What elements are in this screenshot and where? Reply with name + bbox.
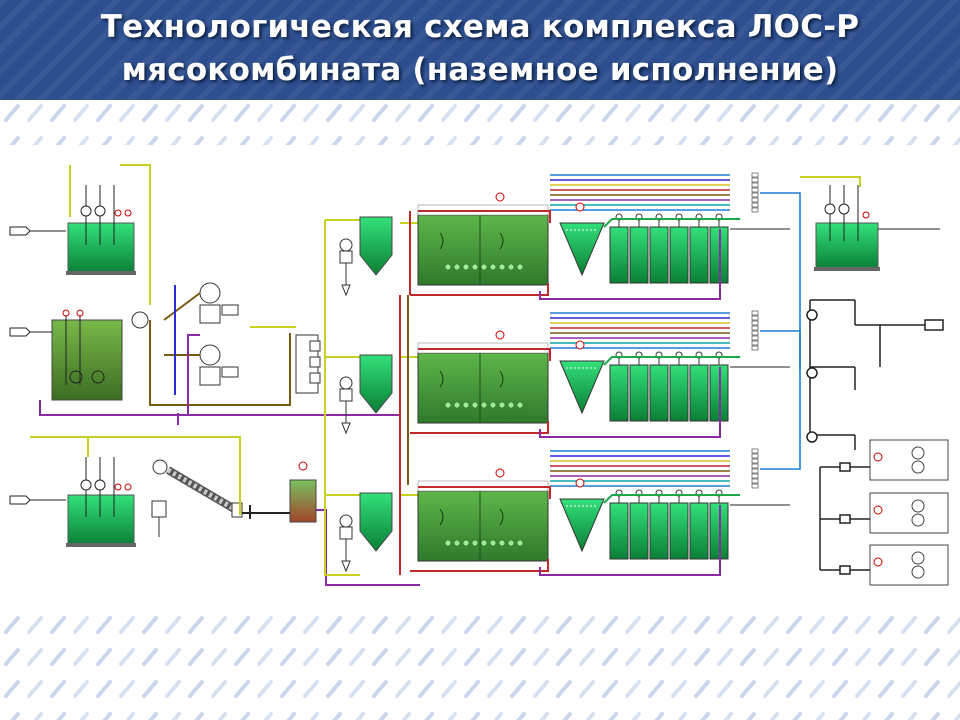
- reagent-tank-bottom: [66, 457, 136, 547]
- settling-cone: [359, 492, 393, 552]
- dosing-pump: [339, 376, 353, 390]
- reagent-tank-top: [66, 185, 136, 275]
- pump-body: [339, 388, 353, 402]
- bioreactor: [417, 214, 549, 286]
- filter-column: [629, 364, 649, 422]
- chemical-dosing-block: [295, 334, 321, 394]
- settling-cone: [359, 216, 393, 276]
- screw-conveyor: [151, 459, 243, 537]
- treatment-line-3: [339, 370, 801, 576]
- instrument-bubble: [495, 192, 505, 202]
- dosing-pump: [339, 238, 353, 252]
- settling-cone: [359, 354, 393, 414]
- instrument-bubble: [575, 340, 585, 350]
- filter-column: [629, 502, 649, 560]
- filter-column: [689, 226, 709, 284]
- title-banner: Технологическая схема комплекса ЛОС-Р мя…: [0, 0, 960, 100]
- filter-column: [629, 226, 649, 284]
- instrument-bubble: [495, 330, 505, 340]
- filter-column: [609, 226, 629, 284]
- pump-units: [131, 282, 239, 386]
- filter-column: [609, 364, 629, 422]
- intake-arrows: [9, 226, 66, 505]
- filter-column: [649, 364, 669, 422]
- instrument-bubble: [575, 202, 585, 212]
- slide-title: Технологическая схема комплекса ЛОС-Р мя…: [100, 9, 860, 88]
- pump-body: [339, 250, 353, 264]
- instrument-bubble: [495, 468, 505, 478]
- uv-inlet-piping: [819, 462, 870, 575]
- instrument-bubble: [575, 478, 585, 488]
- filter-column: [669, 364, 689, 422]
- bioreactor: [417, 352, 549, 424]
- filter-column: [649, 226, 669, 284]
- reagent-tank-right: [800, 176, 940, 271]
- filter-column: [689, 502, 709, 560]
- secondary-settler: [559, 360, 605, 415]
- process-flow-diagram: [9, 164, 949, 586]
- filter-column: [669, 502, 689, 560]
- sludge-tank: [289, 461, 317, 523]
- treatment-line-2: [339, 310, 801, 438]
- treatment-line-1: [339, 172, 801, 370]
- uv-disinfection-units: [869, 439, 949, 586]
- secondary-settler: [559, 222, 605, 277]
- filter-column: [689, 364, 709, 422]
- filter-column: [669, 226, 689, 284]
- filter-column: [649, 502, 669, 560]
- treatment-lines: [339, 172, 801, 576]
- feed-piping: [30, 164, 420, 586]
- dosing-pump: [339, 514, 353, 528]
- distribution-trunks: [324, 211, 420, 576]
- secondary-settler: [559, 498, 605, 553]
- outlet-manifold: [806, 299, 944, 450]
- bioreactor: [417, 490, 549, 562]
- filter-column: [609, 502, 629, 560]
- receiving-tank: [51, 309, 123, 401]
- pump-body: [339, 526, 353, 540]
